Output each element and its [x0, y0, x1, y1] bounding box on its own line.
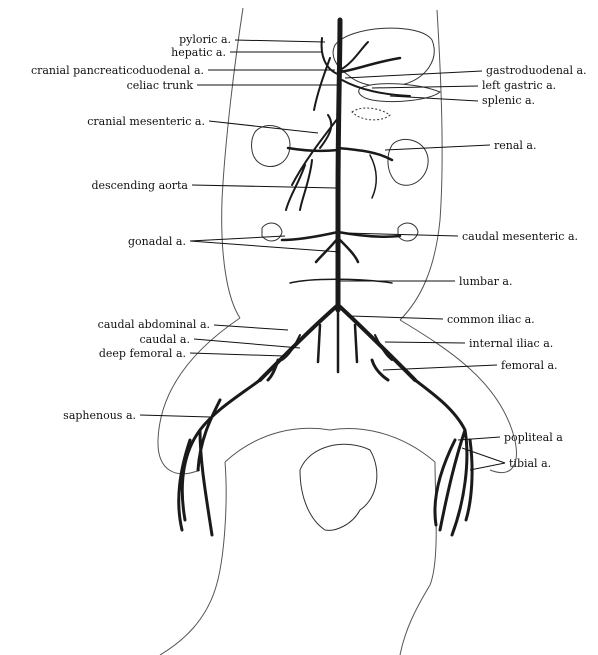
- label-femoral: femoral a.: [501, 359, 558, 372]
- label-descending-aorta: descending aorta: [91, 179, 188, 192]
- labels-left: pyloric a. hepatic a. cranial pancreatic…: [31, 33, 231, 422]
- label-pyloric: pyloric a.: [179, 33, 231, 46]
- label-cranial-pancreaticoduodenal: cranial pancreaticoduodenal a.: [31, 64, 204, 77]
- label-renal: renal a.: [494, 139, 536, 152]
- label-tibial: tibial a.: [509, 457, 551, 470]
- label-caudal: caudal a.: [140, 333, 190, 346]
- label-splenic: splenic a.: [482, 94, 535, 107]
- label-caudal-abdominal: caudal abdominal a.: [98, 318, 210, 331]
- right-leg-arteries: [415, 380, 472, 535]
- leader-lines-left: [140, 40, 340, 417]
- label-celiac-trunk: celiac trunk: [127, 79, 194, 92]
- right-ovary: [398, 223, 418, 241]
- pancreas: [352, 108, 390, 120]
- label-saphenous: saphenous a.: [63, 409, 136, 422]
- spleen: [359, 84, 440, 102]
- label-deep-femoral: deep femoral a.: [99, 347, 186, 360]
- labels-right: gastroduodenal a. left gastric a. spleni…: [447, 64, 587, 470]
- descending-aorta: [338, 20, 340, 310]
- label-hepatic: hepatic a.: [171, 46, 226, 59]
- right-kidney: [388, 139, 428, 185]
- label-gonadal: gonadal a.: [128, 235, 186, 248]
- label-cranial-mesenteric: cranial mesenteric a.: [87, 115, 205, 128]
- label-gastroduodenal: gastroduodenal a.: [486, 64, 587, 77]
- left-kidney: [252, 126, 290, 167]
- label-lumbar: lumbar a.: [459, 275, 512, 288]
- cranial-mesenteric-artery: [286, 115, 338, 210]
- label-left-gastric: left gastric a.: [482, 79, 556, 92]
- left-leg-arteries: [179, 380, 260, 535]
- leader-lines-right: [338, 71, 505, 470]
- label-internal-iliac: internal iliac a.: [469, 337, 553, 350]
- label-popliteal: popliteal a: [504, 431, 563, 444]
- label-common-iliac: common iliac a.: [447, 313, 535, 326]
- left-ovary: [262, 223, 282, 241]
- tail-base: [300, 444, 377, 530]
- label-caudal-mesenteric: caudal mesenteric a.: [462, 230, 578, 243]
